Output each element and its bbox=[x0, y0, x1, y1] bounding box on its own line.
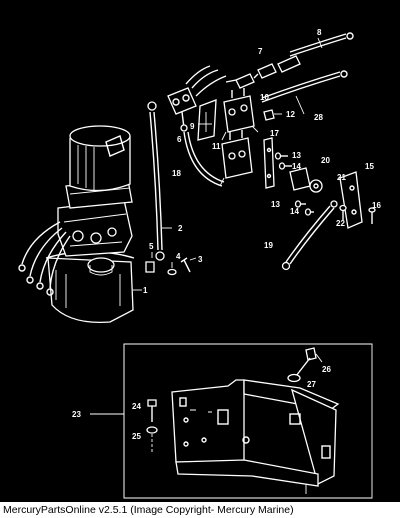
fuse-holder-7 bbox=[225, 55, 301, 89]
callout-7: 7 bbox=[258, 47, 263, 56]
image-copyright-caption: MercuryPartsOnline v2.5.1 (Image Copyrig… bbox=[0, 502, 400, 518]
pump-motor-assembly bbox=[18, 125, 142, 324]
callout-8: 8 bbox=[317, 28, 322, 37]
insulator-plate-17 bbox=[263, 137, 275, 189]
callout-23: 23 bbox=[72, 410, 81, 419]
mounting-bracket bbox=[171, 379, 340, 494]
callout-2: 2 bbox=[178, 224, 183, 233]
callout-14b: 14 bbox=[290, 207, 299, 216]
connector-boot bbox=[167, 65, 227, 129]
callout-1: 1 bbox=[143, 286, 148, 295]
cable-18 bbox=[180, 124, 225, 187]
callout-4: 4 bbox=[176, 252, 181, 261]
cable-19 bbox=[281, 200, 338, 271]
screws-13-14 bbox=[274, 152, 314, 216]
callout-6: 6 bbox=[177, 135, 182, 144]
callout-9: 9 bbox=[190, 122, 195, 131]
cable-8 bbox=[289, 32, 354, 57]
callout-12: 12 bbox=[286, 110, 295, 119]
callout-20: 20 bbox=[321, 156, 330, 165]
circuit-breaker-20 bbox=[289, 167, 323, 193]
callout-26: 26 bbox=[322, 365, 331, 374]
mounting-bracket-group bbox=[123, 343, 373, 499]
callout-13a: 13 bbox=[292, 151, 301, 160]
callout-17: 17 bbox=[270, 129, 279, 138]
solenoid-11 bbox=[219, 130, 253, 187]
callout-10: 10 bbox=[260, 93, 269, 102]
callout-22: 22 bbox=[336, 219, 345, 228]
callout-28: 28 bbox=[314, 113, 323, 122]
nut-12 bbox=[263, 109, 282, 121]
callout-3: 3 bbox=[198, 255, 203, 264]
callout-11: 11 bbox=[212, 142, 221, 151]
callout-27: 27 bbox=[307, 380, 316, 389]
callout-5: 5 bbox=[149, 242, 154, 251]
callout-24: 24 bbox=[132, 402, 141, 411]
callout-18: 18 bbox=[172, 169, 181, 178]
cable-28 bbox=[261, 70, 348, 115]
solenoid-bracket bbox=[197, 99, 217, 141]
callout-15: 15 bbox=[365, 162, 374, 171]
fasteners-3-4-5 bbox=[145, 252, 197, 276]
callout-13b: 13 bbox=[271, 200, 280, 209]
callout-25: 25 bbox=[132, 432, 141, 441]
screw-16-22 bbox=[339, 204, 376, 224]
bracket-15 bbox=[339, 171, 363, 229]
solenoid-10 bbox=[221, 88, 259, 141]
callout-labels: 1 2 3 4 5 6 7 8 9 10 11 12 13 13 14 14 1… bbox=[72, 28, 381, 441]
cable-2 bbox=[147, 101, 172, 261]
callout-19: 19 bbox=[264, 241, 273, 250]
callout-16: 16 bbox=[372, 201, 381, 210]
bolt-26-washer-27 bbox=[287, 347, 323, 383]
callout-14a: 14 bbox=[292, 162, 301, 171]
callout-21: 21 bbox=[337, 173, 346, 182]
screw-24-washer-25 bbox=[146, 399, 158, 452]
